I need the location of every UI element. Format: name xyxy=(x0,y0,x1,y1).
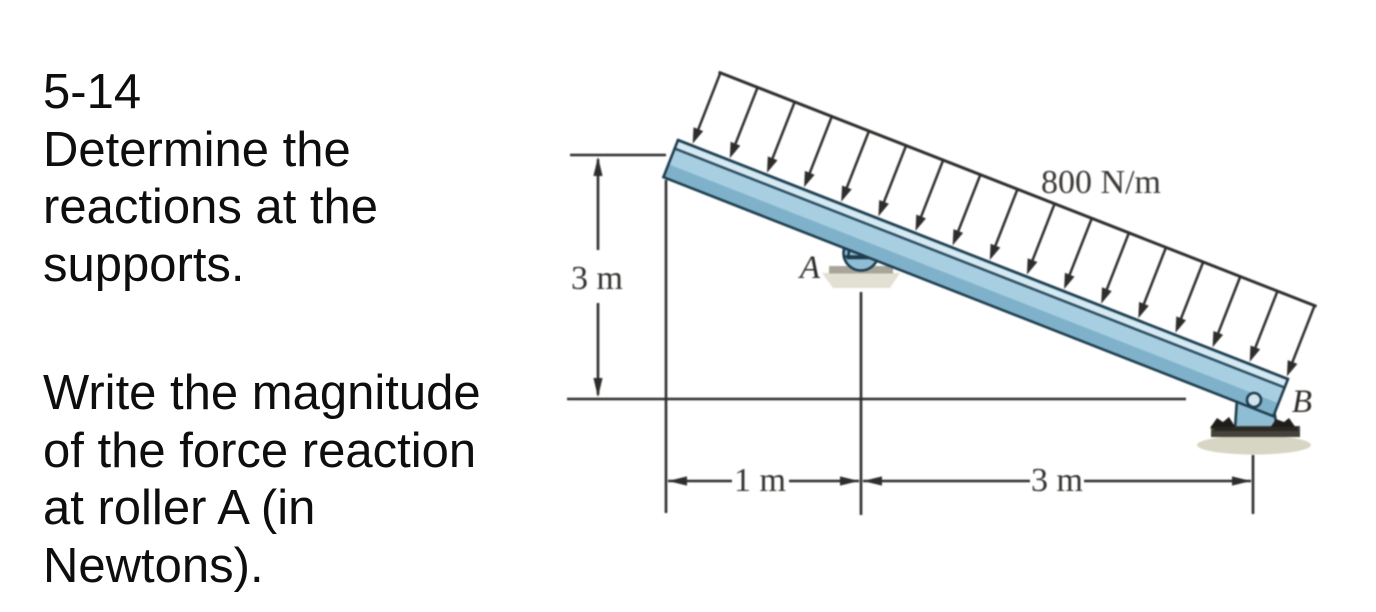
svg-text:3 m: 3 m xyxy=(571,260,623,297)
svg-text:B: B xyxy=(1292,384,1312,420)
svg-text:1 m: 1 m xyxy=(734,462,786,499)
svg-text:800 N/m: 800 N/m xyxy=(1041,164,1161,201)
svg-text:A: A xyxy=(798,250,821,286)
svg-text:3 m: 3 m xyxy=(1031,462,1083,499)
